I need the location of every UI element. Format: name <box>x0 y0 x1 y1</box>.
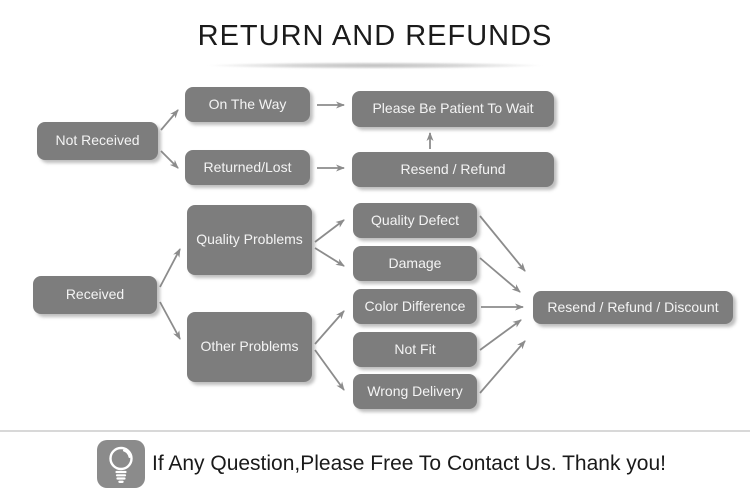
arrow-notreceived-ontheway <box>160 109 179 131</box>
arrow-received-otherproblems <box>159 301 181 340</box>
arrow-wrongdelivery-discount <box>479 340 526 394</box>
arrow-qualitydefect-discount <box>479 215 526 272</box>
page-title: RETURN AND REFUNDS <box>197 20 553 52</box>
arrow-notreceived-returnedlost <box>160 150 179 169</box>
node-received: Received <box>33 276 157 314</box>
lightbulb-glyph <box>109 446 133 483</box>
arrow-otherproblems-colordifference <box>314 310 345 345</box>
arrow-otherproblems-wrongdelivery <box>314 349 345 391</box>
node-on-the-way: On The Way <box>185 87 310 122</box>
node-wrong-delivery: Wrong Delivery <box>353 374 477 409</box>
node-resend-refund: Resend / Refund <box>352 152 554 187</box>
footer-divider <box>0 430 750 432</box>
node-quality-defect: Quality Defect <box>353 203 477 238</box>
node-please-be-patient: Please Be Patient To Wait <box>352 91 554 127</box>
lightbulb-icon <box>97 440 145 488</box>
arrow-qualityproblems-qualitydefect <box>314 219 345 243</box>
node-quality-problems: Quality Problems <box>187 205 312 275</box>
node-not-fit: Not Fit <box>353 332 477 367</box>
title-underline-shadow <box>160 61 590 70</box>
arrow-damage-discount <box>479 257 521 293</box>
arrow-qualityproblems-damage <box>314 247 345 267</box>
arrow-received-qualityproblems <box>159 248 181 288</box>
node-resend-refund-discount: Resend / Refund / Discount <box>533 291 733 324</box>
node-damage: Damage <box>353 246 477 281</box>
contact-note: If Any Question,Please Free To Contact U… <box>152 452 666 475</box>
node-returned-lost: Returned/Lost <box>185 150 310 185</box>
node-color-difference: Color Difference <box>353 289 477 324</box>
node-other-problems: Other Problems <box>187 312 312 382</box>
node-not-received: Not Received <box>37 122 158 160</box>
arrow-notfit-discount <box>479 319 522 351</box>
